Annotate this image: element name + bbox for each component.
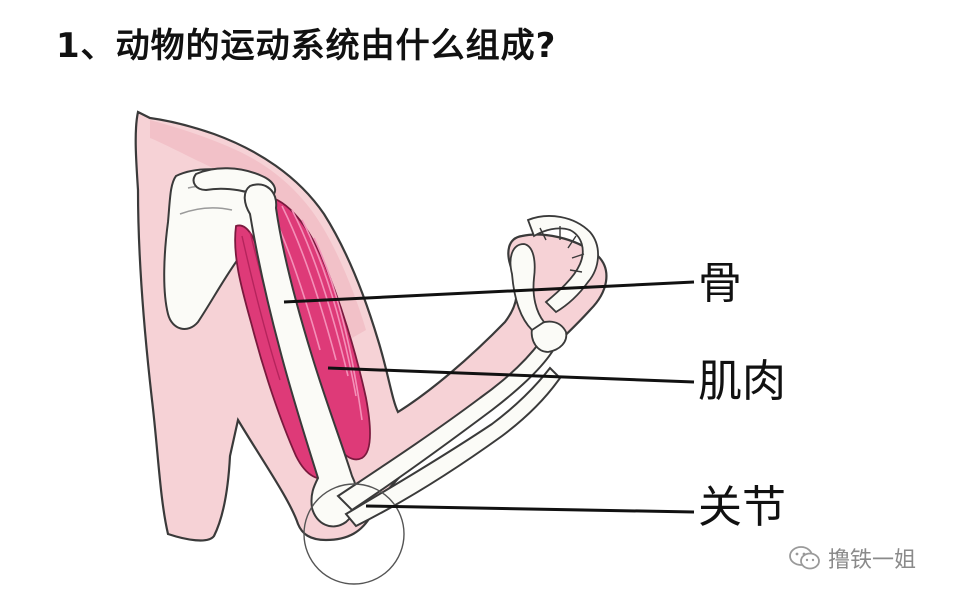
humerus-bone (243, 183, 358, 528)
joint-leader-line (365, 504, 695, 514)
watermark-text: 撸铁一姐 (828, 548, 917, 573)
label-bone: 骨 (698, 258, 742, 309)
watermark: 撸铁一姐 (788, 542, 916, 574)
muscle-leader-line (327, 366, 695, 384)
bone-leader-line (283, 280, 695, 304)
label-joint: 关节 (698, 482, 786, 533)
elbow-joint-circle (303, 483, 405, 585)
label-muscle: 肌肉 (698, 356, 786, 407)
question-title: 1、动物的运动系统由什么组成? (56, 26, 557, 66)
wechat-icon (789, 546, 820, 570)
